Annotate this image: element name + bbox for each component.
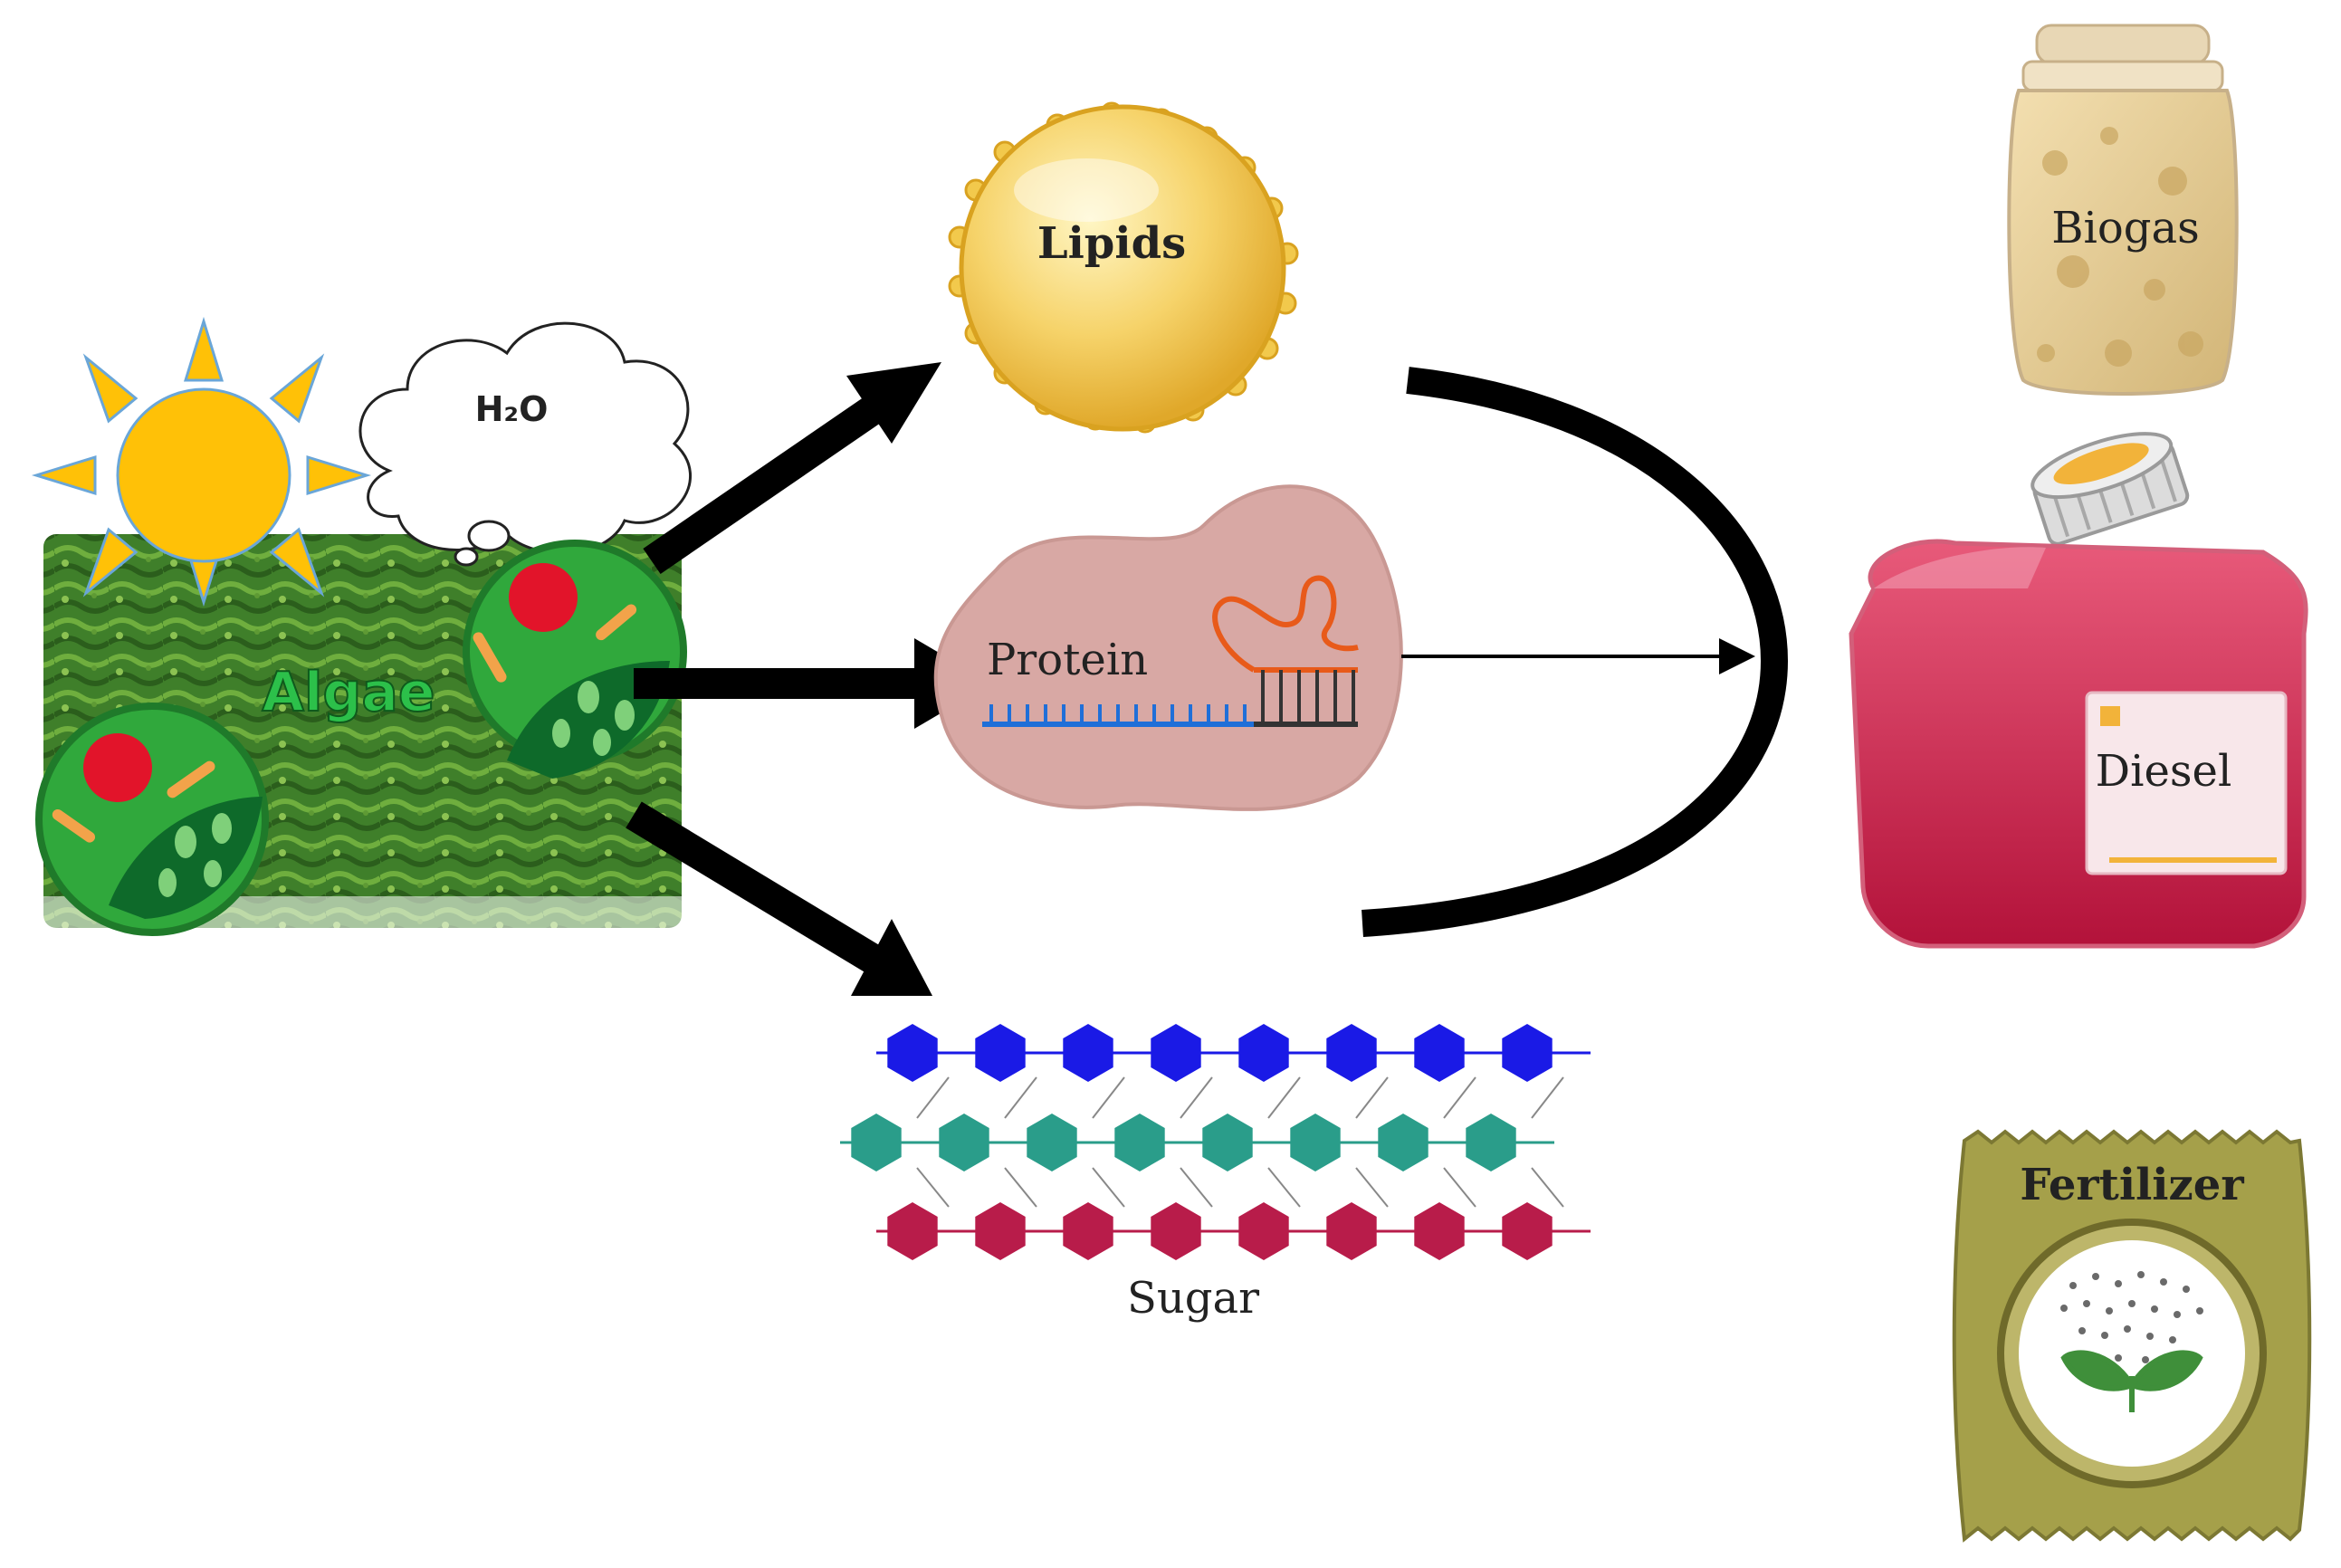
sugar-hexagon — [1238, 1202, 1289, 1260]
sugar-crosslink — [1355, 1167, 1389, 1208]
sugar-hexagon — [1466, 1114, 1516, 1171]
sugar-crosslink — [1267, 1076, 1301, 1119]
dna-strand-icon — [982, 575, 1359, 727]
sugar-chain-teal — [840, 1114, 1554, 1171]
sugar-hexagon — [1414, 1024, 1465, 1082]
fertilizer-label: Fertilizer — [2020, 1160, 2244, 1210]
algae-cell-icon — [463, 540, 687, 779]
algae-cell-icon — [35, 703, 269, 936]
sugar-crosslink — [916, 1167, 950, 1208]
algae-panel: H₂O Algae — [31, 316, 693, 936]
sugar-crosslink — [1355, 1076, 1389, 1119]
biogas-label: Biogas — [2051, 203, 2200, 253]
sugar-hexagon — [975, 1202, 1026, 1260]
sugar-crosslink — [1180, 1167, 1213, 1208]
sugar-hexagon — [939, 1114, 989, 1171]
sugar-chain-blue — [876, 1024, 1591, 1082]
sugar-hexagon — [1502, 1024, 1553, 1082]
sugar-hexagon — [1326, 1202, 1377, 1260]
diesel-bottle: Diesel — [1849, 432, 2308, 949]
lipids-droplet: Lipids — [948, 101, 1299, 434]
fertilizer-bag: Fertilizer — [1952, 1129, 2312, 1543]
sugar-crosslink — [1267, 1167, 1301, 1208]
sugar-hexagon — [1027, 1114, 1077, 1171]
sugar-hexagon — [1202, 1114, 1253, 1171]
sugar-hexagon — [1378, 1114, 1428, 1171]
sugar-hexagon — [1502, 1202, 1553, 1260]
diesel-label: Diesel — [2096, 746, 2232, 797]
sugar-hexagon — [1114, 1114, 1165, 1171]
sugar-hexagon — [1063, 1202, 1113, 1260]
sugar-hexagon — [1151, 1202, 1201, 1260]
lipids-label: Lipids — [1037, 218, 1186, 269]
sugar-hexagon — [1238, 1024, 1289, 1082]
sugar-crosslink — [1443, 1076, 1476, 1119]
sugar-crosslink — [1531, 1076, 1564, 1119]
sugar-label: Sugar — [1127, 1273, 1259, 1324]
sugar-hexagon — [887, 1202, 938, 1260]
protein-label: Protein — [987, 635, 1148, 685]
sugar-crosslink — [1004, 1167, 1037, 1208]
sun-icon — [31, 316, 372, 607]
sugar-crosslink — [1092, 1076, 1125, 1119]
sugar-chains: Sugar — [840, 1024, 1591, 1324]
sugar-crosslink — [1443, 1167, 1476, 1208]
algae-label: Algae — [262, 661, 435, 724]
sugar-crosslink — [1531, 1167, 1564, 1208]
sugar-hexagon — [887, 1024, 938, 1082]
sugar-crosslink — [1092, 1167, 1125, 1208]
sugar-chain-red — [876, 1202, 1591, 1260]
sugar-crosslink — [1180, 1076, 1213, 1119]
water-label: H₂O — [475, 389, 549, 429]
collecting-bracket — [1362, 367, 1789, 937]
sugar-hexagon — [1326, 1024, 1377, 1082]
protein-blob: Protein — [933, 484, 1403, 811]
sugar-hexagon — [1063, 1024, 1113, 1082]
biogas-jar: Biogas — [2007, 24, 2239, 396]
arrow-to-sugar — [626, 801, 932, 996]
sugar-hexagon — [1414, 1202, 1465, 1260]
sugar-crosslink — [1004, 1076, 1037, 1119]
plant-sprout-icon — [2060, 1350, 2203, 1412]
sugar-hexagon — [851, 1114, 902, 1171]
sugar-hexagon — [975, 1024, 1026, 1082]
sugar-hexagon — [1290, 1114, 1341, 1171]
sugar-hexagon — [1151, 1024, 1201, 1082]
arrow-to-lipids — [643, 362, 941, 575]
sugar-crosslink — [916, 1076, 950, 1119]
water-cloud-icon: H₂O — [358, 321, 693, 567]
